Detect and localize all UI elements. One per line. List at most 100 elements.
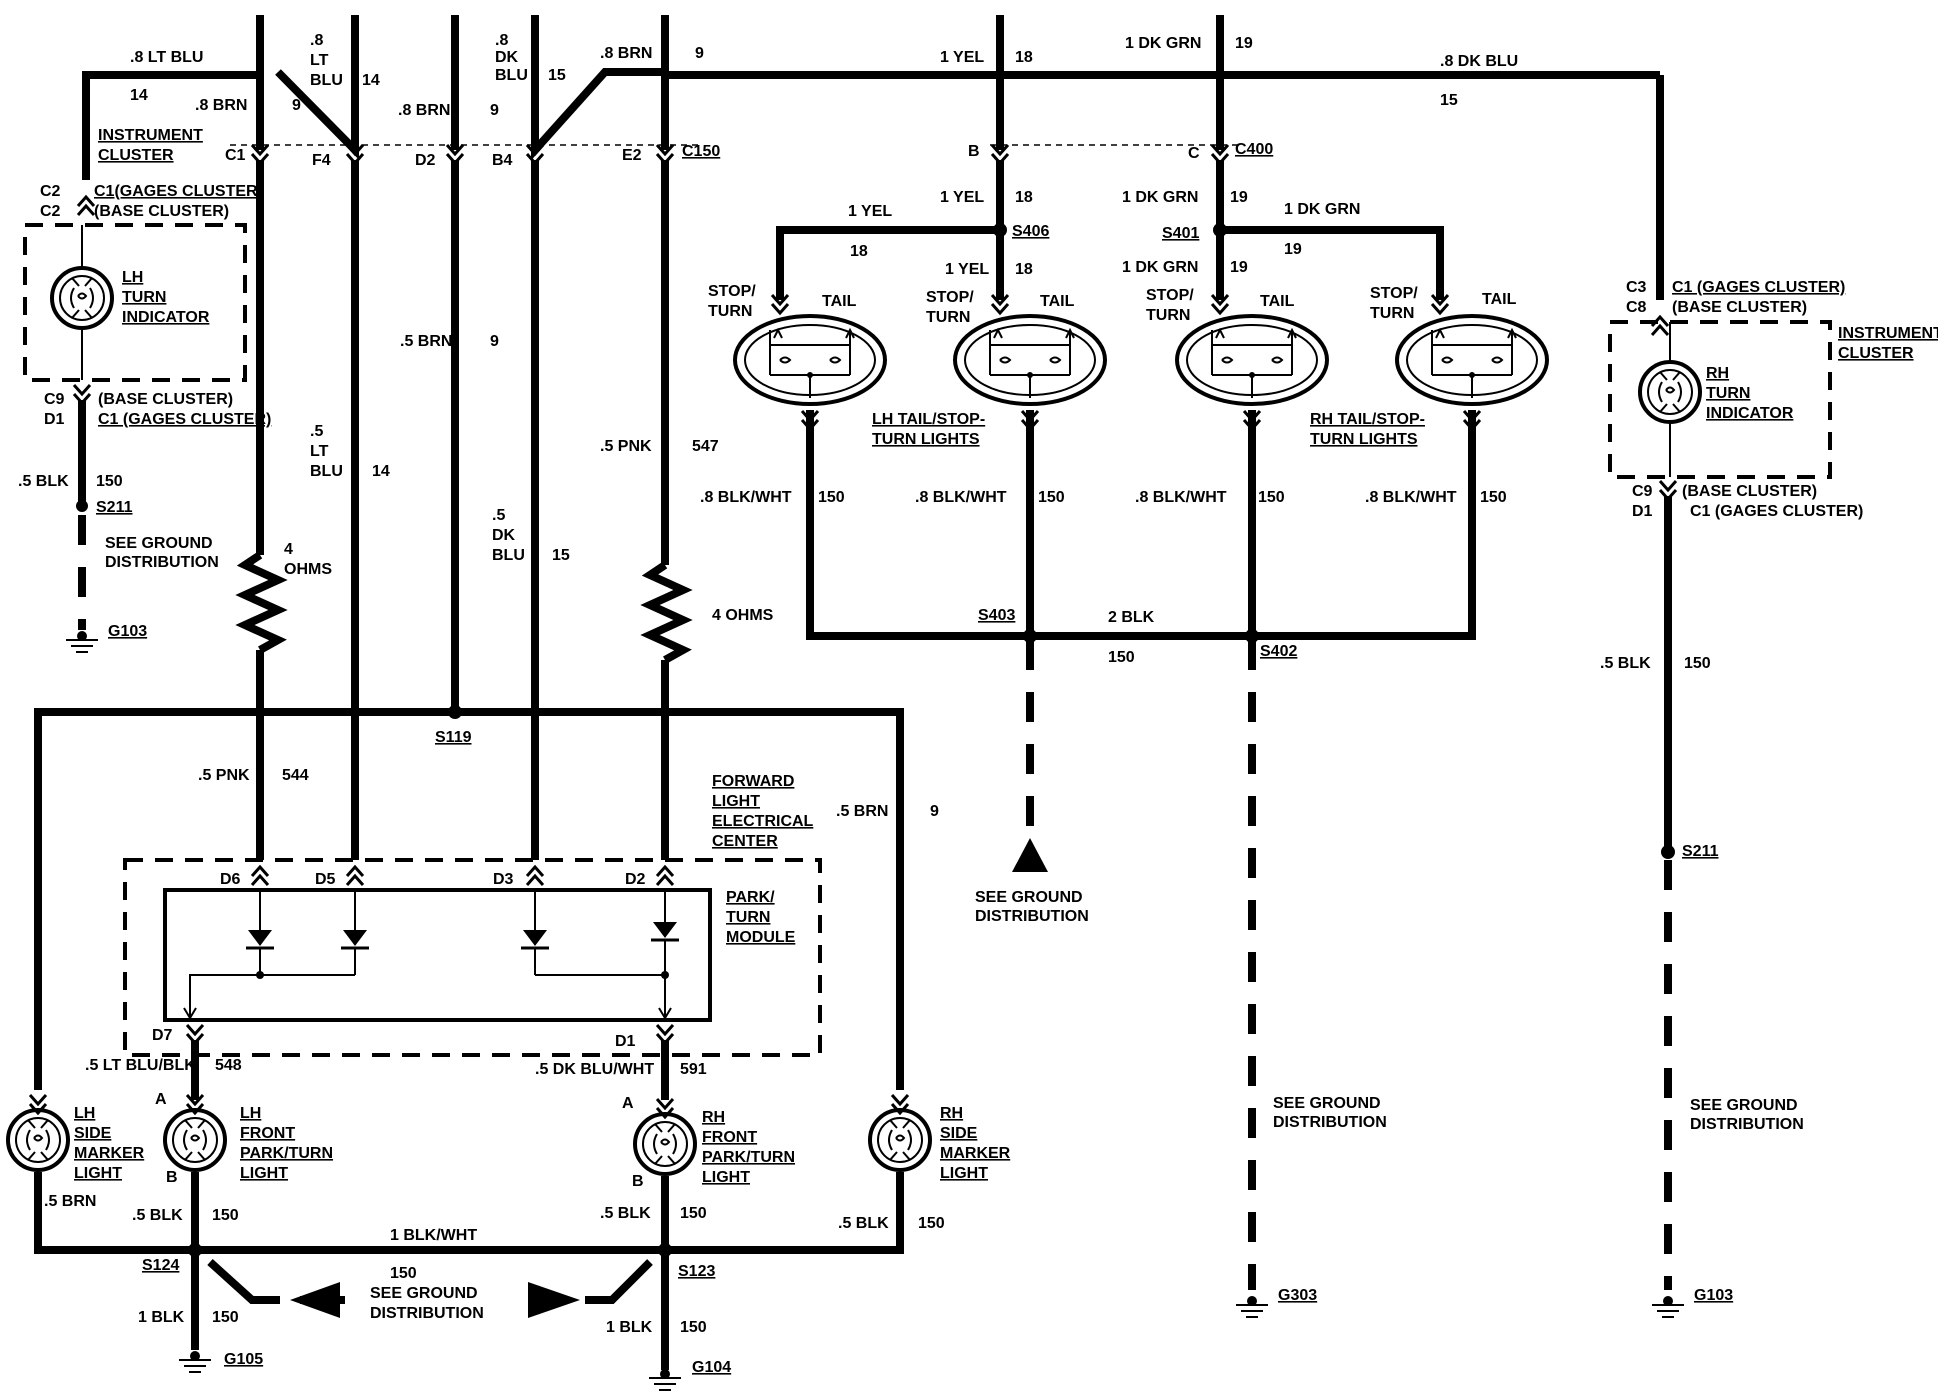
label: TURN LIGHTS	[1310, 431, 1418, 448]
top-wire-labels: .8 LT BLU 14 .8 BRN 9 .8 LT BLU 14 .8 BR…	[130, 32, 1518, 169]
ground-label: G303	[1278, 1287, 1317, 1304]
label: ELECTRICAL	[712, 813, 814, 830]
label: 150	[680, 1319, 707, 1336]
label: 150	[212, 1309, 239, 1326]
label: 9	[930, 803, 939, 820]
ground-label: G103	[108, 623, 147, 640]
label: 15	[1440, 92, 1458, 109]
rh-side-marker-bulb-icon	[868, 1108, 932, 1172]
label: TURN	[926, 309, 970, 326]
label: TAIL	[1482, 291, 1517, 308]
label: 591	[680, 1061, 707, 1078]
label: 1 BLK	[138, 1309, 185, 1326]
label: 1 DK GRN	[1125, 35, 1201, 52]
label: TURN	[726, 909, 770, 926]
arrow-up-icon	[1012, 838, 1048, 872]
label: INSTRUMENT	[1838, 325, 1938, 342]
label: 547	[692, 438, 719, 455]
label: TURN LIGHTS	[872, 431, 980, 448]
label: LH	[122, 269, 143, 286]
rear-lights: 1 YEL 18 1 YEL S406 18 1 YEL 18 1 DK GRN…	[700, 160, 1549, 1318]
label: .5 DK BLU/WHT	[535, 1061, 654, 1078]
label: .5	[492, 507, 505, 524]
label: LH	[74, 1105, 95, 1122]
rh-tail-lamp-icon	[1175, 314, 1329, 406]
label: 150	[1684, 655, 1711, 672]
label: .8 BRN	[398, 102, 450, 119]
label: INSTRUMENT	[98, 127, 203, 144]
splice-label: S403	[978, 607, 1015, 624]
label: C8	[1626, 299, 1647, 316]
label: MARKER	[940, 1145, 1011, 1162]
label: 2 BLK	[1108, 609, 1155, 626]
label: 1 DK GRN	[1122, 259, 1198, 276]
pin-label: E2	[622, 147, 642, 164]
label: .5 BLK	[1600, 655, 1651, 672]
label: .8 BLK/WHT	[915, 489, 1007, 506]
label: 18	[850, 243, 868, 260]
label: C3	[1626, 279, 1647, 296]
label: INDICATOR	[122, 309, 210, 326]
label: .8 BRN	[600, 45, 652, 62]
rh-tail-lamp-icon	[1395, 314, 1549, 406]
pin-label: B	[166, 1169, 178, 1186]
label: SEE GROUND	[1273, 1095, 1381, 1112]
label: .8	[310, 32, 323, 49]
label: FRONT	[702, 1129, 757, 1146]
ground-icon	[648, 1368, 682, 1391]
lh-tail-lamp-icon	[733, 314, 887, 406]
label: .5 LT BLU/BLK	[85, 1057, 196, 1074]
label: LIGHT	[940, 1165, 988, 1182]
label: TAIL	[822, 293, 857, 310]
label: 150	[212, 1207, 239, 1224]
diode-icon	[341, 890, 369, 975]
label: LT	[310, 52, 329, 69]
label: 544	[282, 767, 309, 784]
label: .5 PNK	[198, 767, 250, 784]
ground-icon	[1235, 1295, 1269, 1318]
label: DK	[492, 527, 516, 544]
lh-instrument-cluster: INSTRUMENT CLUSTER C2 C2 C1(GAGES CLUSTE…	[18, 127, 271, 653]
label: SIDE	[940, 1125, 978, 1142]
diode-icon	[521, 890, 549, 975]
pin-label: B	[632, 1173, 644, 1190]
rh-front-park-turn-bulb-icon	[633, 1112, 697, 1176]
label: (BASE CLUSTER)	[98, 391, 233, 408]
ground-label: G105	[224, 1351, 263, 1368]
pin-label: B4	[492, 152, 513, 169]
pin-label: F4	[312, 152, 331, 169]
mid-wires	[34, 160, 904, 1090]
label: PARK/TURN	[702, 1149, 795, 1166]
label: STOP/	[708, 283, 756, 300]
label: 19	[1230, 259, 1248, 276]
splice-label: S211	[1682, 843, 1719, 860]
label: .5	[310, 423, 323, 440]
label: 9	[490, 333, 499, 350]
label: C1 (GAGES CLUSTER)	[98, 411, 271, 428]
label: 150	[918, 1215, 945, 1232]
label: 9	[695, 45, 704, 62]
label: 9	[292, 97, 301, 114]
pin-label: A	[622, 1095, 634, 1112]
label: 19	[1230, 189, 1248, 206]
label: C2	[40, 183, 61, 200]
label: CENTER	[712, 833, 778, 850]
label: .5 BLK	[838, 1215, 889, 1232]
label: 19	[1284, 241, 1302, 258]
label: 1 YEL	[940, 189, 984, 206]
label: PARK/	[726, 889, 775, 906]
label: .8 BRN	[195, 97, 247, 114]
label: LIGHT	[74, 1165, 122, 1182]
pin-label: D2	[625, 871, 646, 888]
label: TURN	[1706, 385, 1750, 402]
pin-label: D5	[315, 871, 336, 888]
label: TURN	[1370, 305, 1414, 322]
label: (BASE CLUSTER)	[94, 203, 229, 220]
label: C2	[40, 203, 61, 220]
label: 150	[1258, 489, 1285, 506]
label: RH	[940, 1105, 963, 1122]
pin-label: C	[1188, 145, 1200, 162]
label: 1 DK GRN	[1122, 189, 1198, 206]
top-wires	[82, 15, 1664, 300]
pin-label: C1	[225, 147, 246, 164]
